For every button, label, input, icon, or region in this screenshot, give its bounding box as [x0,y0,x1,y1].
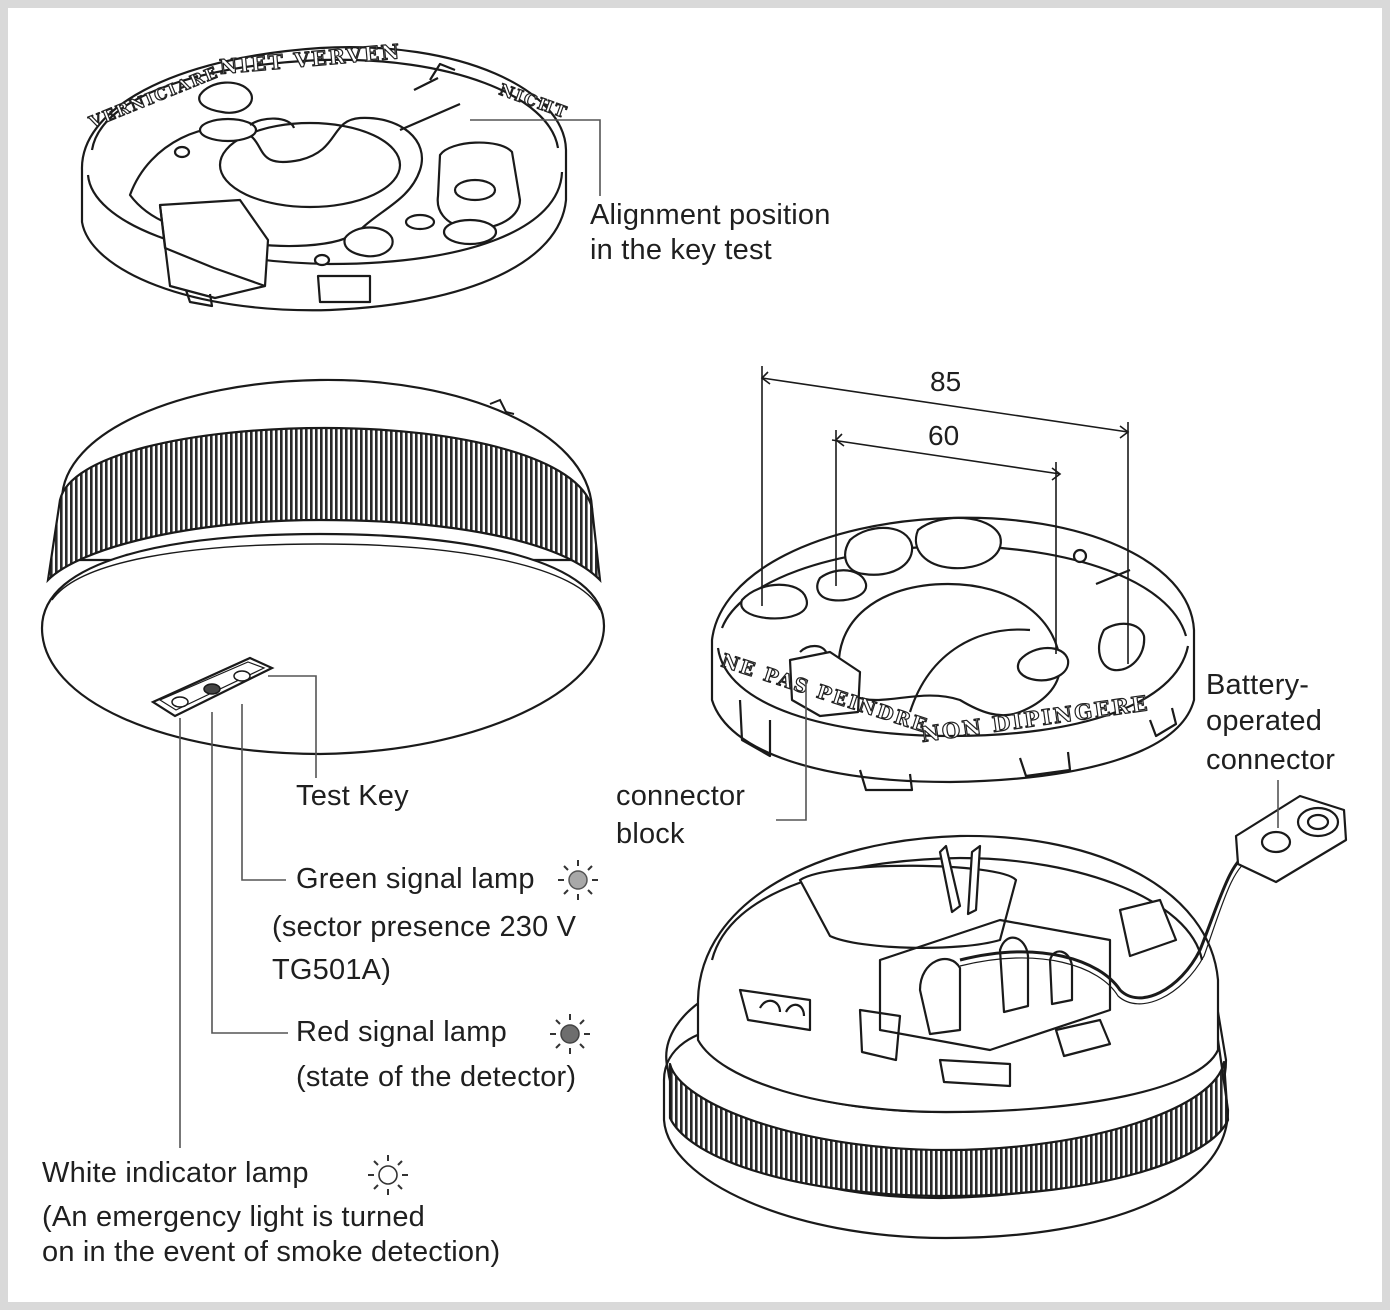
alignment-leader-line [470,119,601,196]
test-key-label: Test Key [296,780,409,812]
alignment-label-line1: Alignment position [590,199,831,231]
red-lamp-desc: (state of the detector) [296,1061,577,1093]
white-lamp-desc-line1: (An emergency light is turned [42,1201,425,1233]
detector-head [40,378,606,756]
dimension-outer: 85 [930,366,962,397]
top-mounting-base: NIET VERVEN VERNICIARE NICHT [80,39,571,312]
dimension-inner: 60 [928,420,960,451]
dimension-lines [760,366,1130,664]
battery-connector-label-line2: operated [1206,705,1323,737]
white-lamp-icon [368,1155,408,1195]
connector-block-label-line1: connector [616,780,746,812]
green-lamp-icon [558,860,598,900]
white-lamp-desc-line2: on in the event of smoke detection) [42,1236,501,1268]
red-lamp-label: Red signal lamp [296,1016,507,1048]
green-lamp-label: Green signal lamp [296,863,535,895]
connector-block-label-line2: block [616,818,685,850]
connector-block-leader [776,680,807,821]
battery-connector-label-line3: connector [1206,744,1336,776]
battery-connector-label-line1: Battery- [1206,669,1310,701]
right-mounting-base: NE PAS PEINDRE NON DIPINGERE [710,516,1196,792]
detector-leader-lines [179,675,317,1148]
red-lamp-icon [550,1014,590,1054]
white-lamp-label: White indicator lamp [42,1157,309,1189]
green-lamp-desc-line1: (sector presence 230 V [272,911,577,943]
green-lamp-desc-line2: TG501A) [272,954,392,986]
battery-base [662,794,1348,1240]
alignment-label-line2: in the key test [590,234,772,266]
